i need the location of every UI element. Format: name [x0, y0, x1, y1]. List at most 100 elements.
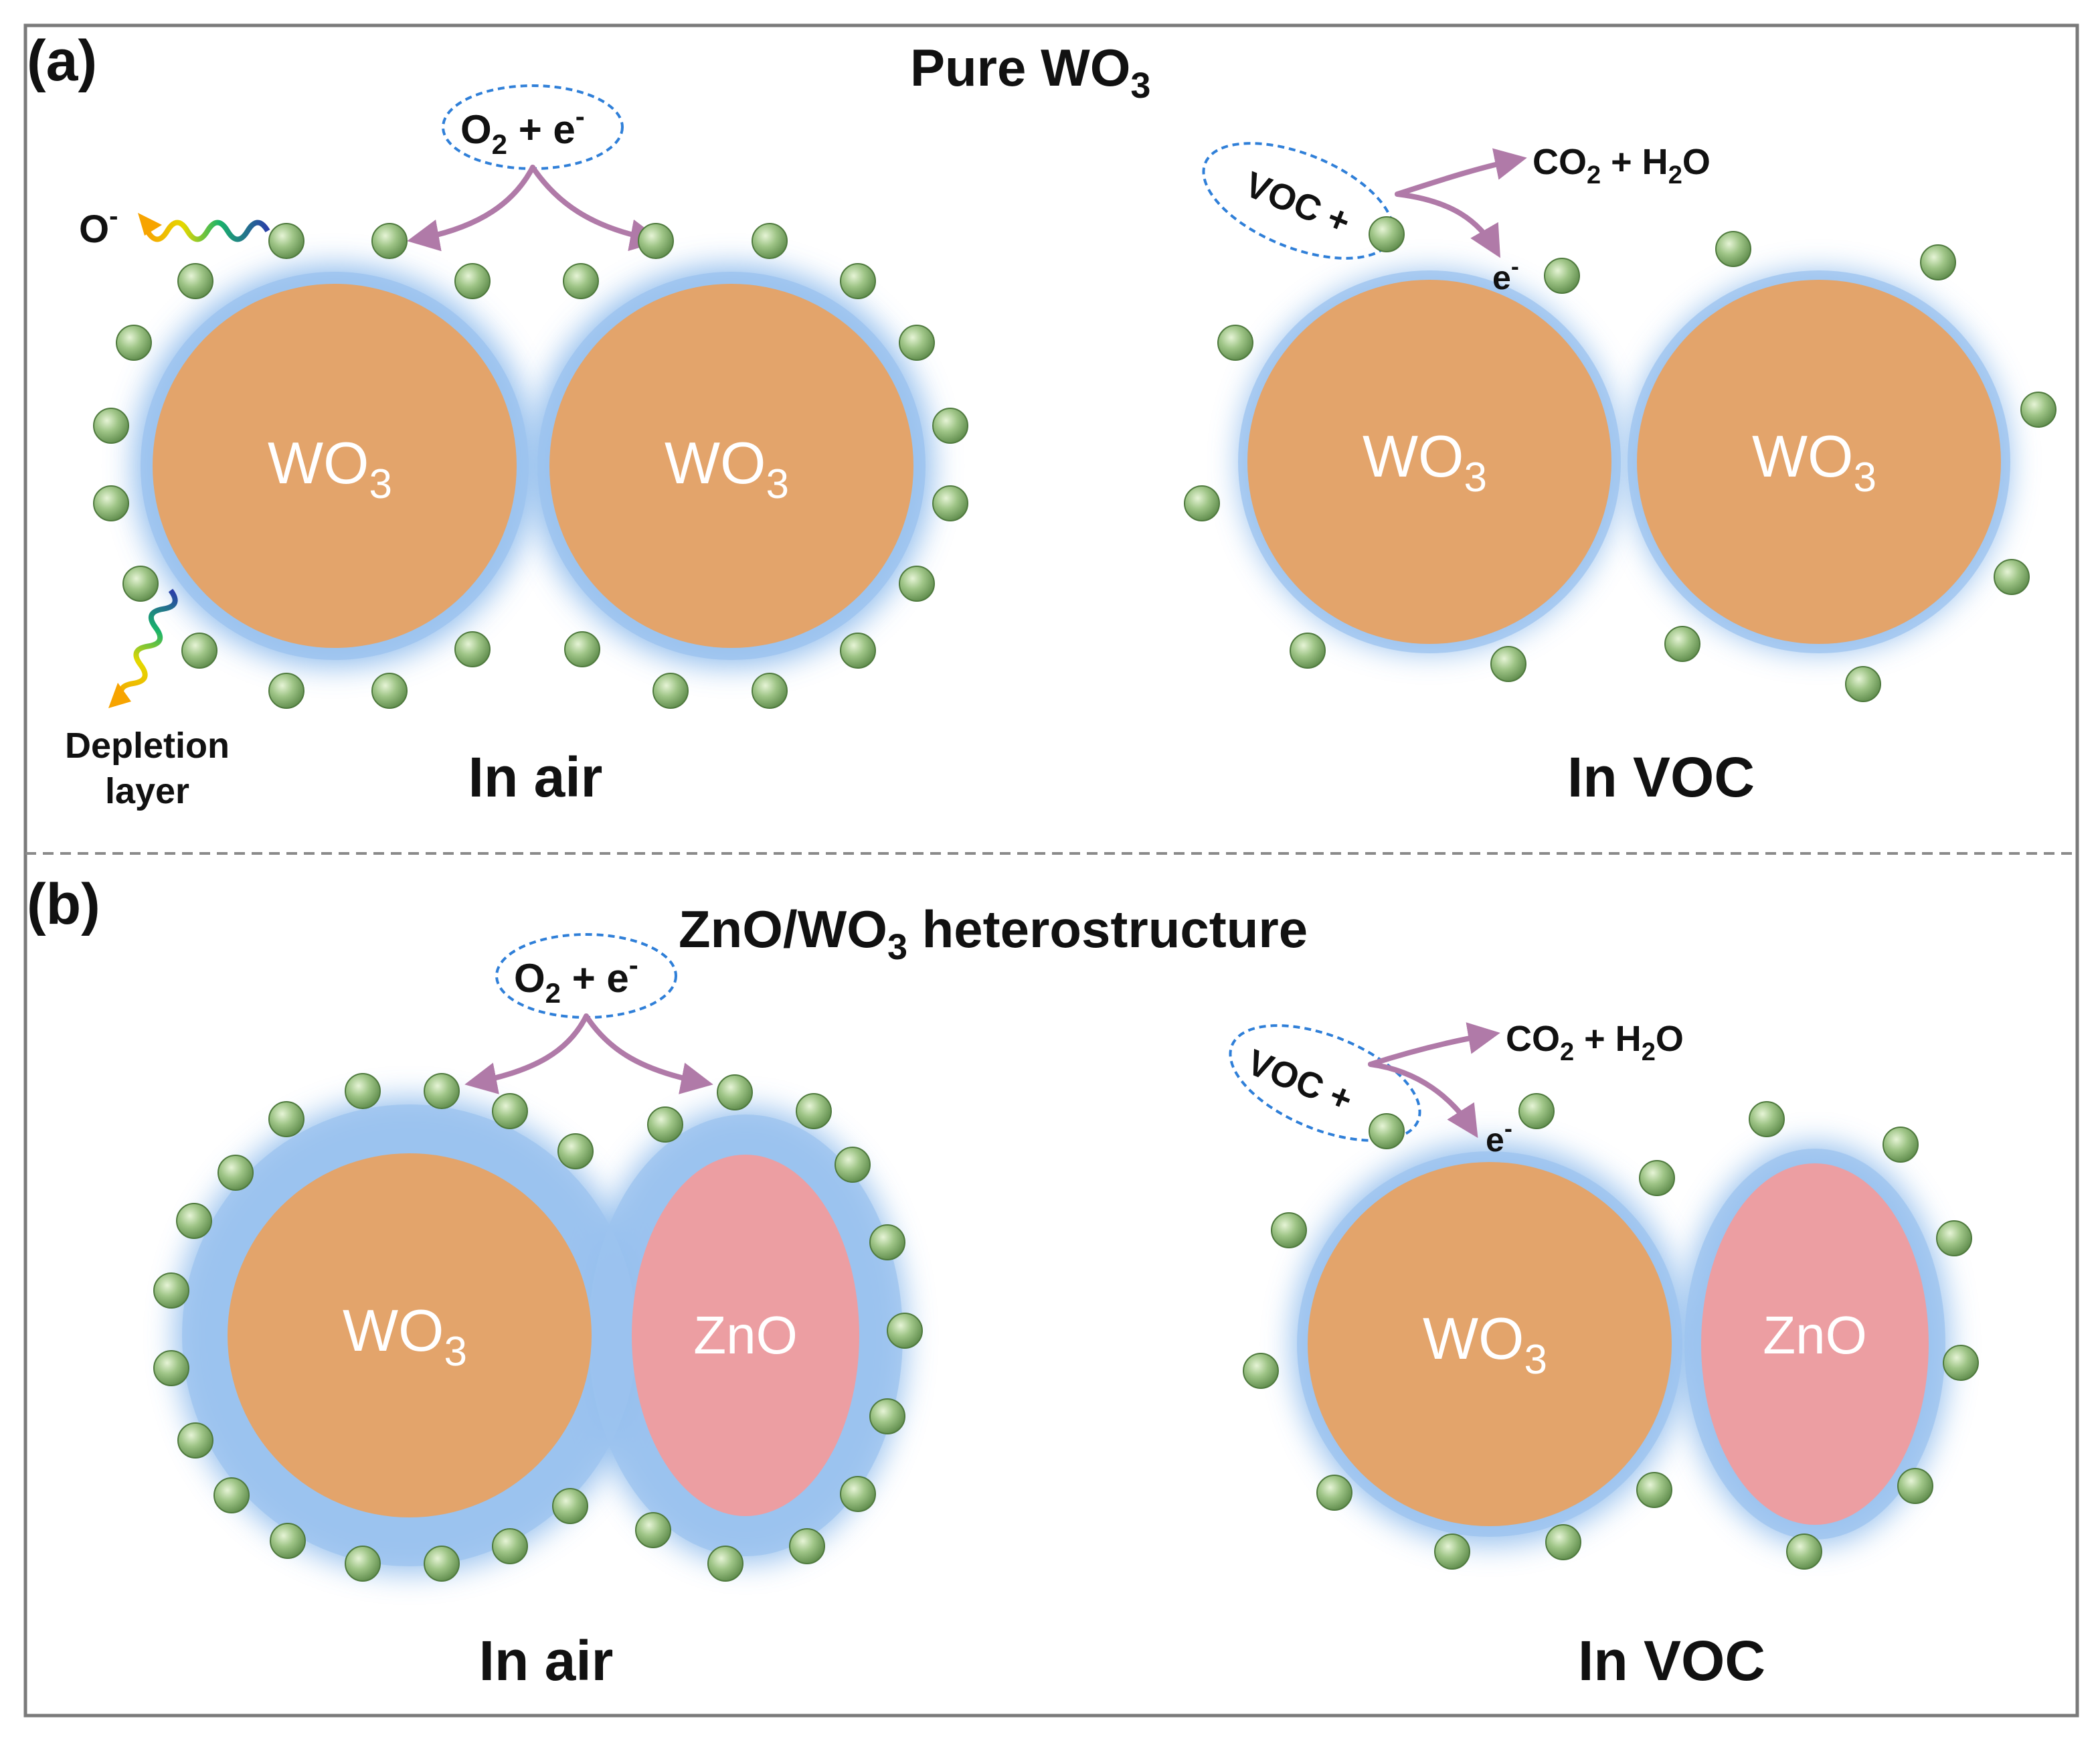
products-label: CO2 + H2O	[1533, 142, 1711, 189]
adsorbed-oxygen-ball	[840, 263, 876, 299]
adsorbed-oxygen-ball	[1786, 1533, 1822, 1570]
adsorbed-oxygen-ball	[1290, 633, 1326, 669]
adsorbed-oxygen-ball	[371, 223, 408, 259]
depletion-wave	[118, 588, 178, 704]
adsorbed-oxygen-ball	[270, 1523, 306, 1559]
wo3-grain	[1247, 280, 1611, 644]
adsorbed-oxygen-ball	[181, 633, 217, 669]
adsorbed-oxygen-ball	[1715, 231, 1751, 267]
adsorbed-oxygen-ball	[638, 223, 674, 259]
wo3-grain-label: WO3	[665, 430, 789, 507]
adsorbed-oxygen-ball	[1184, 485, 1220, 521]
panel-b-right-caption: In VOC	[1578, 1629, 1765, 1692]
released-electron-label: e-	[1486, 1114, 1512, 1159]
wo3-grain-label: WO3	[1423, 1305, 1547, 1383]
wo3-grain-label: WO3	[1363, 423, 1487, 501]
adsorbed-oxygen-ball	[840, 1476, 876, 1512]
adsorbed-oxygen-ball	[1518, 1093, 1555, 1129]
o2-electron-label: O2 + e-	[514, 949, 638, 1009]
adsorbed-oxygen-ball	[752, 223, 788, 259]
adsorbed-oxygen-ball	[116, 325, 152, 361]
adsorbed-oxygen-ball	[1883, 1127, 1919, 1163]
adsorbed-oxygen-ball	[887, 1313, 923, 1349]
panel-b-in-voc-group: WO3 ZnO	[1292, 1143, 1949, 1545]
wo3-grain	[549, 284, 913, 648]
adsorbed-oxygen-ball	[1369, 1113, 1405, 1149]
zno-grain	[632, 1155, 859, 1516]
adsorbed-oxygen-ball	[176, 1203, 212, 1239]
adsorbed-oxygen-ball	[869, 1224, 905, 1260]
adsorbed-oxygen-ball	[899, 325, 935, 361]
adsorbed-oxygen-ball	[552, 1488, 588, 1524]
adsorbed-oxygen-ball	[177, 1422, 213, 1459]
depletion-label: layer	[105, 771, 189, 811]
product-arrow	[1368, 1022, 1500, 1067]
wo3-grain	[228, 1153, 592, 1517]
adsorbed-oxygen-ball	[647, 1106, 683, 1143]
adsorbed-oxygen-ball	[424, 1073, 460, 1109]
adsorbed-oxygen-ball	[1434, 1533, 1470, 1570]
adsorbed-oxygen-ball	[268, 673, 304, 709]
wo3-grain-label: WO3	[268, 430, 392, 507]
adsorbed-oxygen-ball	[492, 1093, 528, 1129]
panel-b-letter: (b)	[27, 872, 100, 936]
adsorbed-oxygen-ball	[492, 1528, 528, 1564]
adsorbed-oxygen-ball	[1994, 559, 2030, 595]
adsorbed-oxygen-ball	[177, 263, 213, 299]
adsorbed-oxygen-ball	[1369, 216, 1405, 252]
adsorbed-oxygen-ball	[1545, 1524, 1581, 1560]
wo3-grain	[1637, 280, 2001, 644]
adsorbed-oxygen-ball	[840, 633, 876, 669]
adsorbed-oxygen-ball	[2020, 392, 2057, 428]
adsorbed-oxygen-ball	[424, 1546, 460, 1582]
depletion-arrowhead	[108, 683, 131, 708]
adsorbed-oxygen-ball	[345, 1073, 381, 1109]
product-arrow	[1395, 148, 1527, 197]
adsorbed-oxygen-ball	[796, 1093, 832, 1129]
adsorbed-oxygen-ball	[1639, 1160, 1675, 1196]
wo3-grain-label: WO3	[1752, 423, 1876, 501]
adsorbed-oxygen-ball	[454, 263, 491, 299]
wo3-grain	[153, 284, 517, 648]
oxygen-ion-wave	[145, 220, 270, 242]
oxygen-ion-arrowhead	[138, 213, 162, 236]
panel-a-letter: (a)	[27, 29, 97, 93]
wo3-grain-label: WO3	[343, 1297, 467, 1375]
adsorbed-oxygen-ball	[1636, 1472, 1672, 1508]
adsorbed-oxygen-ball	[789, 1528, 825, 1564]
adsorbed-oxygen-ball	[707, 1546, 743, 1582]
adsorbed-oxygen-ball	[371, 673, 408, 709]
adsorbed-oxygen-ball	[122, 566, 159, 602]
adsorbed-oxygen-ball	[268, 1101, 304, 1137]
adsorbed-oxygen-ball	[564, 631, 600, 667]
panel-a-in-voc-group: WO3 WO3	[1238, 270, 2010, 653]
adsorbed-oxygen-layer	[93, 216, 2057, 1582]
adsorbed-oxygen-ball	[268, 223, 304, 259]
electron-release-arrow	[1395, 191, 1501, 258]
adsorbed-oxygen-ball	[213, 1477, 250, 1513]
adsorbed-oxygen-ball	[217, 1155, 254, 1191]
panel-a-title: Pure WO3	[910, 38, 1150, 106]
adsorbed-oxygen-ball	[1544, 258, 1580, 294]
adsorbed-oxygen-ball	[932, 485, 968, 521]
adsorbed-oxygen-ball	[93, 408, 129, 444]
adsorbed-oxygen-ball	[717, 1074, 753, 1110]
adsorbed-oxygen-ball	[1243, 1353, 1279, 1389]
adsorption-arrow	[530, 165, 663, 252]
electron-release-arrow	[1368, 1062, 1478, 1139]
adsorbed-oxygen-ball	[1897, 1468, 1933, 1504]
panel-b-in-air-group: WO3 ZnO	[175, 1098, 906, 1573]
adsorbed-oxygen-ball	[454, 631, 491, 667]
adsorbed-oxygen-ball	[932, 408, 968, 444]
adsorbed-oxygen-ball	[563, 263, 599, 299]
adsorbed-oxygen-ball	[652, 673, 689, 709]
panel-a-right-caption: In VOC	[1567, 746, 1755, 809]
voc-bubble	[1229, 1024, 1421, 1142]
adsorbed-oxygen-ball	[1943, 1345, 1979, 1381]
adsorbed-oxygen-ball	[1217, 325, 1253, 361]
adsorbed-oxygen-ball	[752, 673, 788, 709]
products-label: CO2 + H2O	[1506, 1019, 1684, 1066]
adsorbed-oxygen-ball	[93, 485, 129, 521]
oxygen-ion-label: O-	[79, 201, 118, 251]
